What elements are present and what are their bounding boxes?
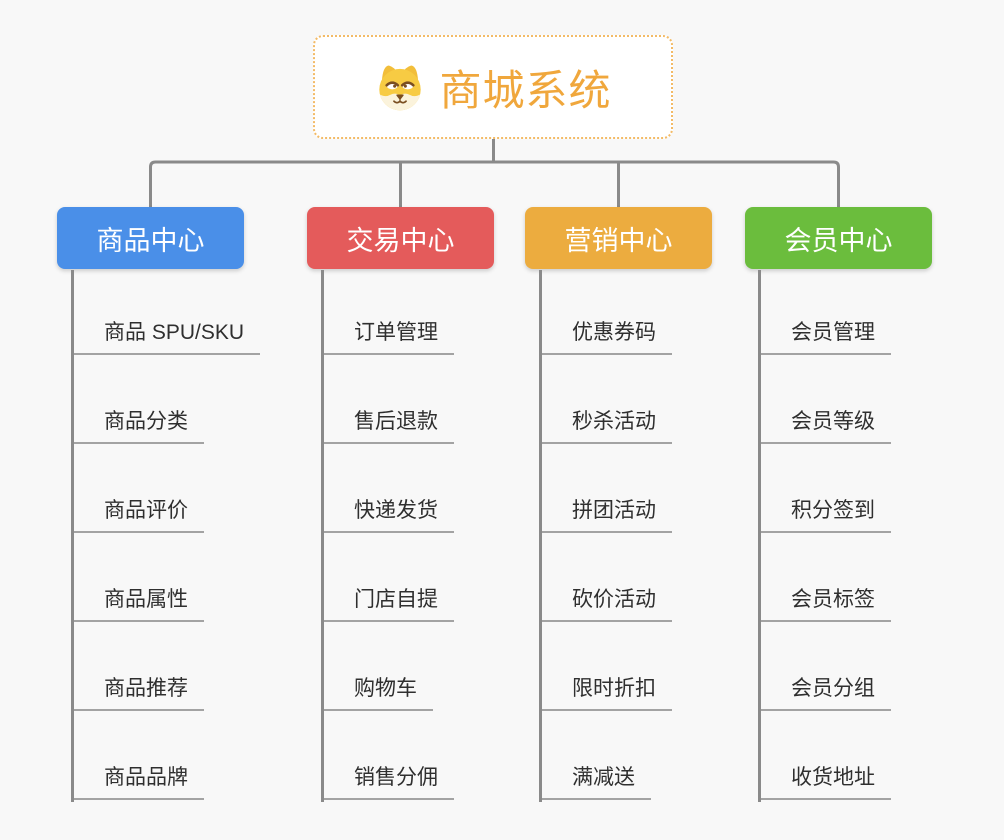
leaf-node[interactable]: 收货地址 [761, 764, 891, 800]
leaf-node[interactable]: 商品品牌 [74, 764, 204, 800]
leaf-node[interactable]: 会员管理 [761, 319, 891, 355]
leaf-node[interactable]: 会员分组 [761, 675, 891, 711]
branch-node-product-center[interactable]: 商品中心 [57, 207, 244, 269]
dog-icon [374, 62, 426, 112]
branch-node-trade-center[interactable]: 交易中心 [307, 207, 494, 269]
leaf-node[interactable]: 订单管理 [324, 319, 454, 355]
branch-children-trade: 订单管理 售后退款 快递发货 门店自提 购物车 销售分佣 [321, 270, 554, 802]
leaf-node[interactable]: 优惠券码 [542, 319, 672, 355]
branch-children-marketing: 优惠券码 秒杀活动 拼团活动 砍价活动 限时折扣 满减送 [539, 270, 772, 802]
branch-children-product: 商品 SPU/SKU 商品分类 商品评价 商品属性 商品推荐 商品品牌 [71, 270, 304, 802]
leaf-node[interactable]: 商品分类 [74, 408, 204, 444]
leaf-node[interactable]: 商品属性 [74, 586, 204, 622]
leaf-node[interactable]: 购物车 [324, 675, 433, 711]
leaf-node[interactable]: 商品推荐 [74, 675, 204, 711]
root-title: 商城系统 [439, 66, 612, 114]
leaf-node[interactable]: 门店自提 [324, 586, 454, 622]
leaf-node[interactable]: 砍价活动 [542, 586, 672, 622]
leaf-node[interactable]: 商品评价 [74, 497, 204, 533]
leaf-node[interactable]: 满减送 [542, 764, 651, 800]
root-node[interactable]: 商城系统 [313, 35, 673, 139]
leaf-node[interactable]: 会员等级 [761, 408, 891, 444]
leaf-node[interactable]: 售后退款 [324, 408, 454, 444]
branch-node-marketing-center[interactable]: 营销中心 [525, 207, 712, 269]
leaf-node[interactable]: 限时折扣 [542, 675, 672, 711]
branch-children-member: 会员管理 会员等级 积分签到 会员标签 会员分组 收货地址 [758, 270, 991, 802]
leaf-node[interactable]: 快递发货 [324, 497, 454, 533]
leaf-node[interactable]: 拼团活动 [542, 497, 672, 533]
leaf-node[interactable]: 销售分佣 [324, 764, 454, 800]
leaf-node[interactable]: 积分签到 [761, 497, 891, 533]
leaf-node[interactable]: 会员标签 [761, 586, 891, 622]
leaf-node[interactable]: 秒杀活动 [542, 408, 672, 444]
branch-node-member-center[interactable]: 会员中心 [745, 207, 932, 269]
leaf-node[interactable]: 商品 SPU/SKU [74, 319, 261, 355]
